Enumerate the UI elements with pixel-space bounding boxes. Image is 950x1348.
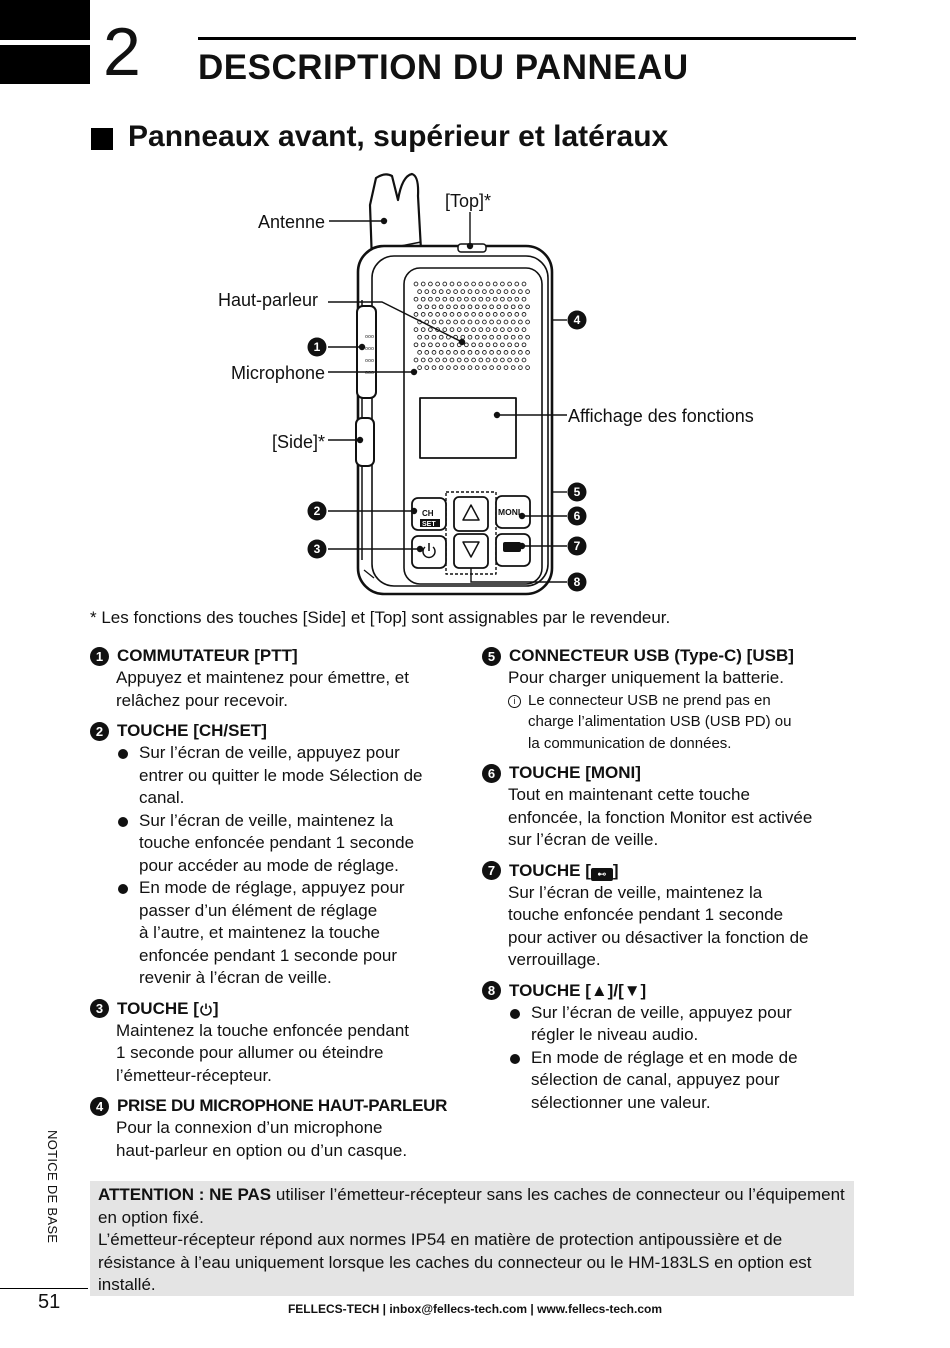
item-text: l’émetteur-récepteur. [116,1065,272,1085]
item-text: Pour charger uniquement la batterie. [508,668,784,687]
item-title: TOUCHE [⊷] [509,860,619,881]
power-icon [200,1003,212,1016]
label-top: [Top]* [445,191,491,211]
chapter-number: 2 [103,14,141,90]
item-number: 1 [90,646,109,666]
section-square-icon [91,128,113,150]
item-text: Appuyez et maintenez pour émettre, et [116,668,409,687]
page-number-rule [0,1288,88,1289]
label-display: Affichage des fonctions [568,406,754,426]
item-text: haut-parleur en option ou d’un casque. [116,1140,408,1160]
label-antenna: Antenne [258,212,325,232]
footer: FELLECS-TECH | inbox@fellecs-tech.com | … [287,1302,663,1316]
key-moni-label: MONI [498,507,520,517]
attention-text: L’émetteur-récepteur répond aux normes I… [98,1230,812,1294]
item-number: 4 [90,1096,109,1116]
item-text: relâchez pour recevoir. [116,690,288,710]
svg-text:ooo: ooo [365,370,374,376]
key-set-bg [420,519,440,527]
key-ch-label: CH [422,509,434,518]
callout-6: 6 [574,509,581,523]
right-column: 5 CONNECTEUR USB (Type-C) [USB] Pour char… [482,645,857,1122]
callout-3: 3 [314,542,321,556]
item-number: 5 [482,646,501,666]
footnote: * Les fonctions des touches [Side] et [T… [90,608,671,627]
item-number: 7 [482,861,501,880]
item-title: COMMUTATEUR [PTT] [117,646,298,665]
item-number: 2 [90,721,109,741]
attention-label: ATTENTION : NE PAS [98,1185,272,1204]
item-title: TOUCHE [MONI] [509,763,641,782]
key-lock-icon: ⊷ [590,867,613,881]
item-text: Maintenez la touche enfoncée pendant [116,1020,410,1040]
callout-5: 5 [574,485,581,499]
attention-box: ATTENTION : NE PAS utiliser l’émetteur-r… [90,1181,854,1296]
item-number: 6 [482,763,501,783]
radio-illustration: ooo ooo ooo ooo [355,172,554,596]
key-set-label: SET [422,521,436,528]
item-usb: 5 CONNECTEUR USB (Type-C) [USB] Pour char… [482,645,857,754]
callout-7: 7 [574,539,581,553]
item-ch-set: 2 TOUCHE [CH/SET] Sur l’écran de veille, … [90,720,470,990]
label-microphone: Microphone [231,363,325,383]
item-number: 3 [90,999,109,1018]
item-text: Pour la connexion d’un microphone [116,1118,383,1137]
leader-lines [328,212,567,583]
item-text: verrouillage. [508,950,601,969]
item-text: Tout en maintenant cette touche [508,785,750,804]
title-rule [198,37,856,40]
item-text: sur l’écran de veille. [508,830,659,849]
item-title: CONNECTEUR USB (Type-C) [USB] [509,646,794,665]
item-text: pour activer ou désactiver la fonction d… [508,927,809,947]
item-power: 3 TOUCHE [] Maintenez la touche enfoncée … [90,998,470,1088]
item-text: enfoncée, la fonction Monitor est activé… [508,807,813,827]
label-speaker: Haut-parleur [218,290,318,310]
callout-8: 8 [574,575,581,589]
item-moni: 6 TOUCHE [MONI] Tout en maintenant cette … [482,762,857,852]
svg-text:ooo: ooo [365,346,374,352]
radio-diagram: ooo ooo ooo ooo CH SET MONI [218,172,754,596]
item-title: TOUCHE [] [117,998,219,1018]
leader-dots [356,217,526,553]
item-text: 1 seconde pour allumer ou éteindre [116,1043,384,1062]
item-mic-jack: 4 PRISE DU MICROPHONE HAUT-PARLEUR Pour l… [90,1095,470,1162]
left-column: 1 COMMUTATEUR [PTT] Appuyez et maintenez … [90,645,470,1170]
item-up-down: 8 TOUCHE [▲]/[▼] Sur l’écran de veille, a… [482,980,857,1115]
item-number: 8 [482,981,501,1000]
svg-text:ooo: ooo [365,334,374,340]
info-icon: i [508,694,521,708]
item-title: TOUCHE [CH/SET] [117,721,267,740]
label-side: [Side]* [272,432,325,452]
section-title: Panneaux avant, supérieur et latéraux [128,120,669,153]
side-label: NOTICE DE BASE [45,1130,60,1244]
item-text: touche enfoncée pendant 1 seconde [508,905,784,924]
item-title: PRISE DU MICROPHONE HAUT-PARLEUR [117,1096,448,1115]
callout-2: 2 [314,504,321,518]
item-lock: 7 TOUCHE [⊷] Sur l’écran de veille, maint… [482,860,857,972]
attention-text: utiliser l’émetteur-récepteur sans les c… [98,1185,845,1227]
callout-4: 4 [574,313,581,327]
item-title: TOUCHE [▲]/[▼] [509,980,647,1000]
chapter-title: DESCRIPTION DU PANNEAU [198,48,689,87]
speaker-grille [413,281,530,370]
svg-text:ooo: ooo [365,358,374,364]
item-ptt: 1 COMMUTATEUR [PTT] Appuyez et maintenez … [90,645,470,712]
item-text: Sur l’écran de veille, maintenez la [508,882,763,902]
chapter-tab [0,0,90,84]
page-number: 51 [38,1291,61,1313]
callout-1: 1 [314,340,321,354]
